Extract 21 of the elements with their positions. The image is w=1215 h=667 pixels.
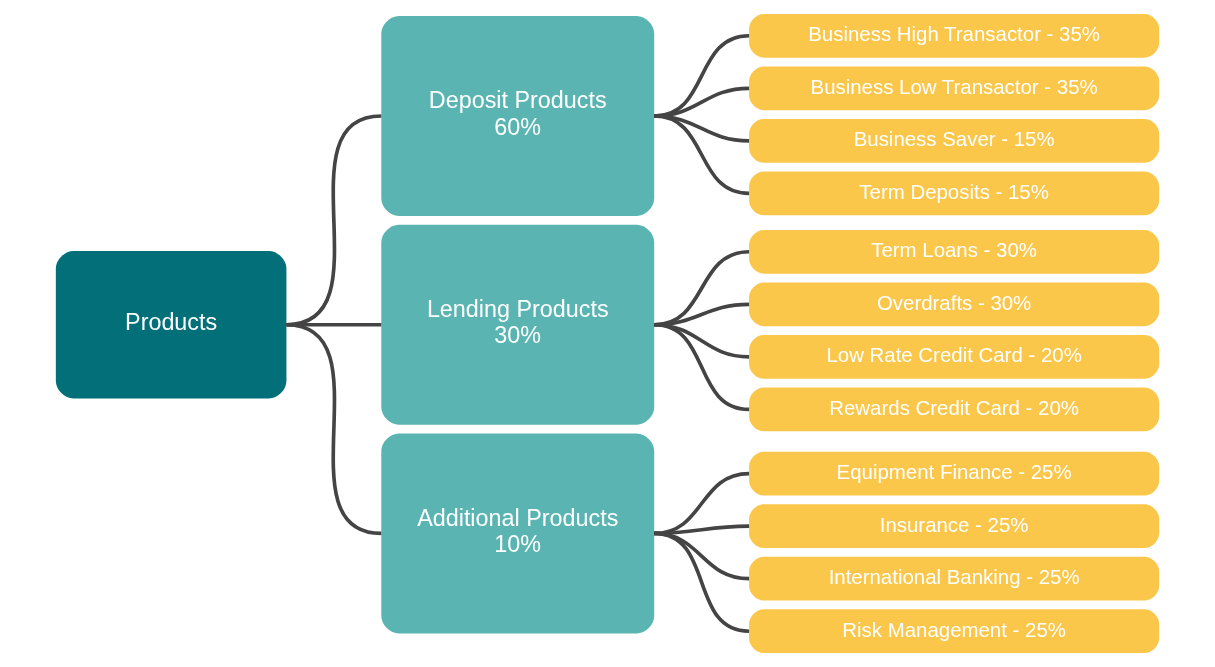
node-box: Business Saver - 15%	[749, 118, 1160, 163]
node-box: Term Deposits - 15%	[749, 171, 1160, 216]
node-box: Risk Management - 25%	[749, 609, 1160, 654]
node-box: Deposit Products 60%	[381, 16, 655, 216]
node-box: Business High Transactor - 35%	[749, 13, 1160, 58]
node-box: Lending Products 30%	[381, 224, 655, 425]
node-box: Business Low Transactor - 35%	[749, 66, 1160, 111]
node-box: Equipment Finance - 25%	[749, 451, 1160, 496]
node-box: International Banking - 25%	[749, 556, 1160, 601]
node-box: Insurance - 25%	[749, 504, 1160, 549]
node-box: Products	[55, 251, 287, 399]
node-box: Overdrafts - 30%	[749, 282, 1160, 327]
connector	[654, 471, 750, 536]
connector	[653, 322, 750, 412]
node-box: Additional Products 10%	[381, 433, 655, 634]
connector	[653, 531, 750, 634]
node-box: Rewards Credit Card - 20%	[749, 387, 1160, 432]
node-box: Term Loans - 30%	[749, 229, 1160, 274]
connector	[286, 322, 382, 536]
connector	[653, 114, 750, 196]
node-box: Low Rate Credit Card - 20%	[749, 334, 1160, 379]
